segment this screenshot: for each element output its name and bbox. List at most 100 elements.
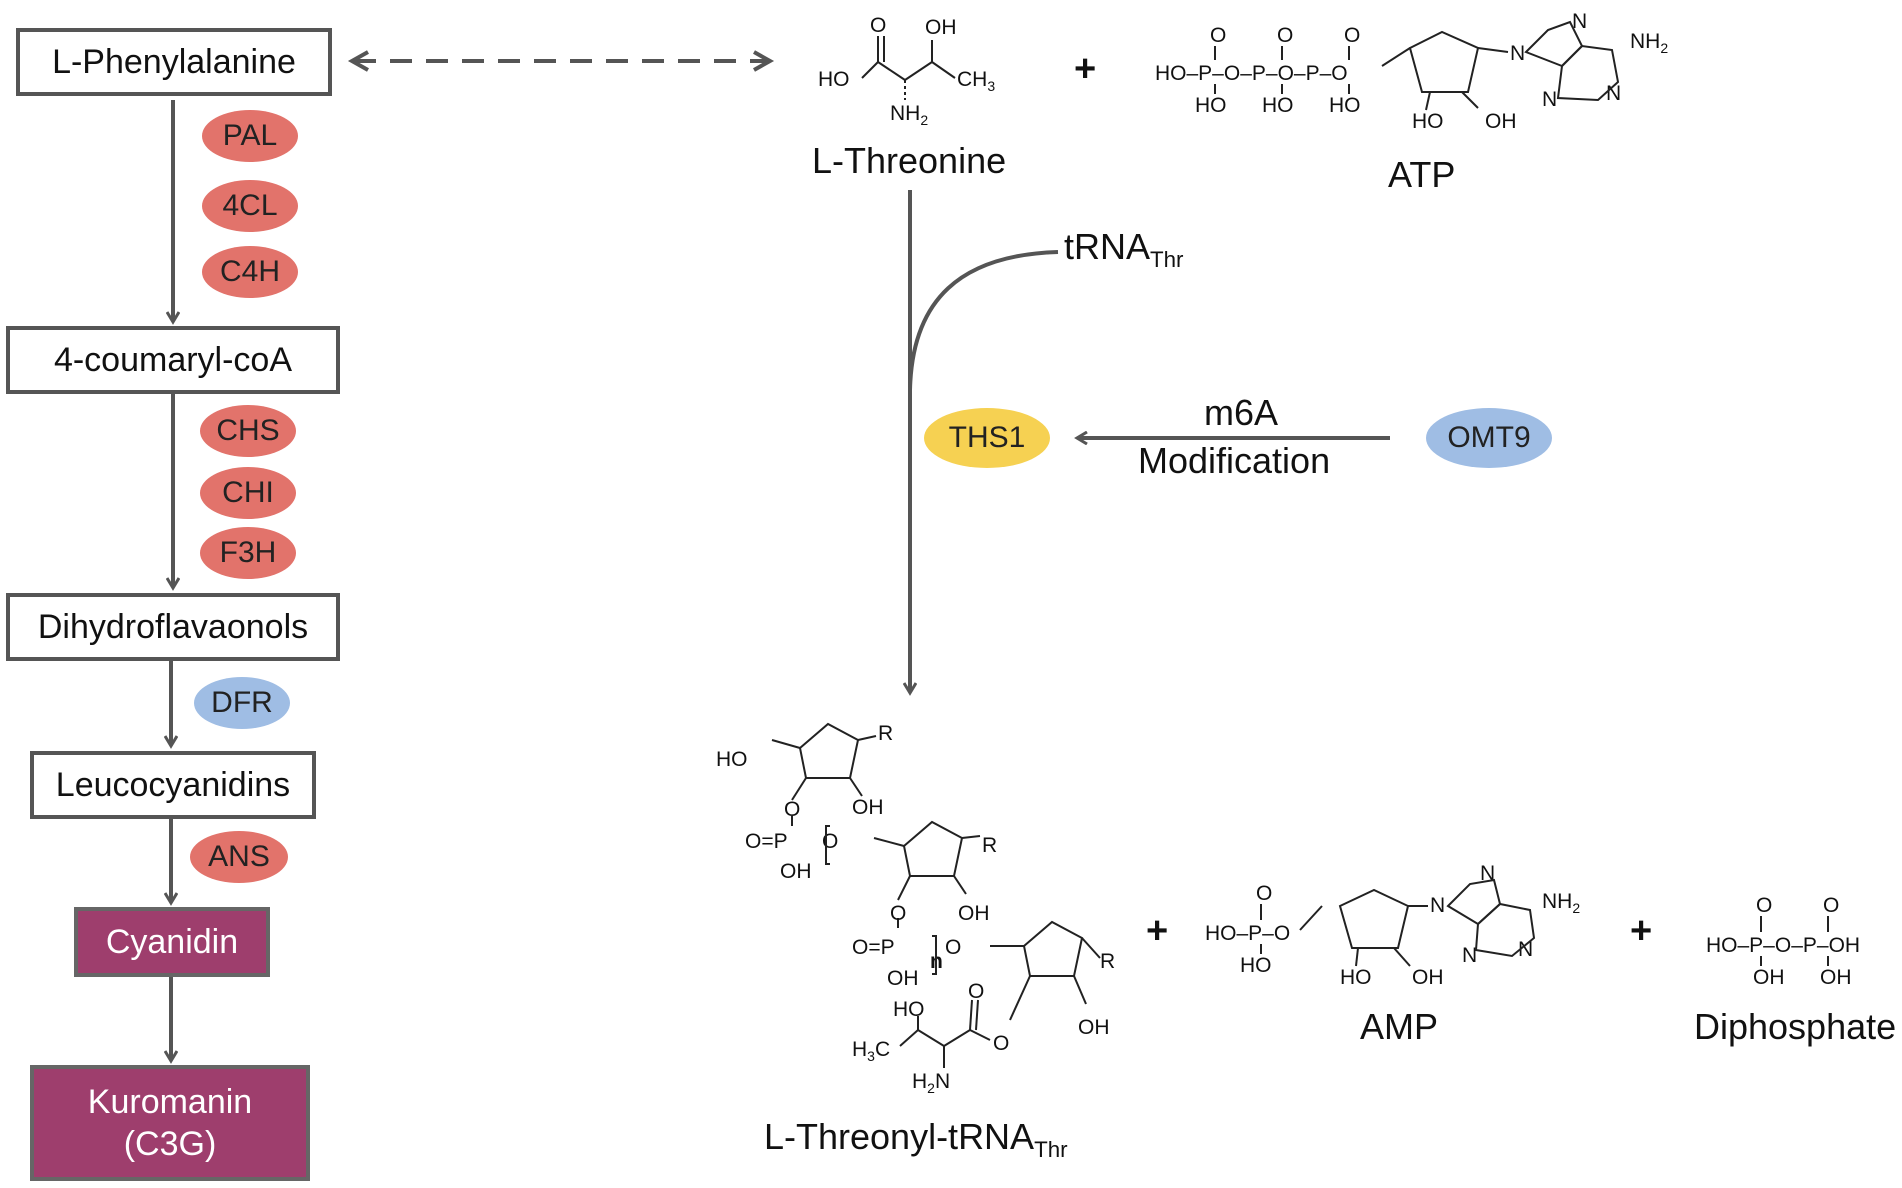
kuromanin-box: Kuromanin (C3G) [30, 1065, 310, 1181]
diphosphate-bonds [1760, 916, 1829, 966]
l-threonine-structure [861, 36, 956, 100]
thr-nh2-label: NH2 [890, 102, 928, 128]
svg-text:O=P: O=P [745, 830, 788, 853]
svg-text:OH: OH [958, 902, 990, 925]
svg-text:OH: OH [1820, 966, 1852, 989]
enzyme-c4h: C4H [202, 246, 298, 298]
svg-text:O: O [1210, 24, 1226, 47]
brackets [825, 825, 937, 975]
enzyme-ans: ANS [190, 831, 288, 883]
svg-text:N: N [1480, 862, 1495, 885]
svg-text:N: N [1542, 88, 1557, 111]
enzyme-ths1: THS1 [924, 408, 1050, 468]
enzyme-ths1-label: THS1 [948, 421, 1026, 454]
svg-text:O: O [1256, 882, 1272, 905]
svg-text:O: O [822, 830, 838, 853]
l-phenylalanine-box: L-Phenylalanine [16, 28, 332, 96]
thr-oh-label: OH [925, 16, 957, 39]
atp-label: ATP [1388, 154, 1456, 195]
dashed-arrowhead-right [753, 50, 775, 72]
thr-o-label: O [870, 14, 886, 37]
amp-rings [1260, 878, 1536, 967]
enzyme-chs-label: CHS [216, 414, 280, 447]
svg-text:HO: HO [1262, 94, 1294, 117]
svg-text:HO–P–O–P–OH: HO–P–O–P–OH [1706, 934, 1860, 957]
svg-text:O: O [945, 936, 961, 959]
enzyme-chi: CHI [200, 467, 296, 519]
svg-text:HO–P–O–P–O–P–O: HO–P–O–P–O–P–O [1155, 62, 1348, 85]
atp-rings [1214, 20, 1620, 111]
trna-thr-label: tRNAThr [1064, 226, 1183, 273]
trna-sub-text: Thr [1150, 246, 1184, 272]
svg-text:H2N: H2N [912, 1070, 950, 1096]
coumaryl-coa-label: 4-coumaryl-coA [53, 340, 293, 379]
svg-text:O: O [1277, 24, 1293, 47]
svg-text:O: O [784, 798, 800, 821]
kuromanin-label: Kuromanin [87, 1082, 253, 1121]
enzyme-pal: PAL [202, 110, 298, 162]
svg-text:HO: HO [716, 748, 748, 771]
dihydroflavaonols-label: Dihydroflavaonols [37, 607, 309, 646]
m6a-label: m6A [1204, 392, 1279, 433]
product-base-text: L-Threonyl-tRNA [764, 1116, 1035, 1157]
svg-text:OH: OH [887, 967, 919, 990]
dashed-arrowhead-left [347, 50, 369, 72]
svg-text:HO: HO [1412, 110, 1444, 133]
l-threonine-label: L-Threonine [812, 140, 1007, 181]
enzyme-f3h-label: F3H [219, 536, 277, 569]
enzyme-omt9-label: OMT9 [1447, 421, 1531, 454]
svg-text:N: N [1572, 10, 1587, 33]
svg-text:O: O [1756, 894, 1772, 917]
thr-ho-label: HO [818, 68, 850, 91]
modification-label: Modification [1138, 440, 1331, 481]
enzyme-dfr: DFR [194, 677, 290, 729]
svg-text:HO: HO [1329, 94, 1361, 117]
svg-text:N: N [1510, 42, 1525, 65]
svg-text:HO: HO [1195, 94, 1227, 117]
enzyme-chi-label: CHI [222, 476, 274, 509]
svg-text:R: R [1100, 950, 1115, 973]
svg-text:OH: OH [852, 796, 884, 819]
svg-text:HO: HO [1340, 966, 1372, 989]
cyanidin-box: Cyanidin [74, 907, 270, 977]
svg-text:O: O [968, 980, 984, 1003]
svg-text:OH: OH [780, 860, 812, 883]
amp-label: AMP [1360, 1006, 1439, 1047]
diphosphate-label: Diphosphate [1694, 1006, 1897, 1047]
svg-text:O: O [890, 902, 906, 925]
enzyme-dfr-label: DFR [211, 686, 273, 719]
svg-text:N: N [1430, 894, 1445, 917]
svg-text:OH: OH [1078, 1016, 1110, 1039]
svg-text:O: O [993, 1032, 1009, 1055]
svg-text:R: R [878, 722, 893, 745]
plus-sign-amp-diphosphate: + [1630, 910, 1653, 952]
svg-text:H3C: H3C [852, 1038, 890, 1064]
svg-text:NH2: NH2 [1630, 30, 1668, 56]
svg-text:OH: OH [1412, 966, 1444, 989]
product-sub-text: Thr [1034, 1136, 1068, 1162]
threonyl-trna-structure [771, 722, 1101, 1068]
cyanidin-label: Cyanidin [105, 922, 239, 961]
trna-curve [908, 250, 1059, 391]
enzyme-chs: CHS [200, 405, 296, 457]
enzyme-f3h: F3H [200, 527, 296, 579]
enzyme-omt9: OMT9 [1426, 408, 1552, 468]
enzyme-4cl-label: 4CL [222, 189, 278, 222]
svg-text:O: O [1344, 24, 1360, 47]
svg-text:R: R [982, 834, 997, 857]
plus-sign-threonine-atp: + [1074, 48, 1097, 90]
threonyl-trna-label: L-Threonyl-tRNAThr [764, 1116, 1068, 1163]
svg-text:N: N [1606, 82, 1621, 105]
coumaryl-coa-box: 4-coumaryl-coA [6, 326, 340, 394]
trna-base-text: tRNA [1064, 226, 1151, 267]
leucocyanidins-box: Leucocyanidins [30, 751, 316, 819]
kuromanin-c3g-label: (C3G) [123, 1125, 217, 1163]
svg-text:HO: HO [1240, 954, 1272, 977]
enzyme-pal-label: PAL [222, 119, 278, 152]
svg-text:OH: OH [1753, 966, 1785, 989]
